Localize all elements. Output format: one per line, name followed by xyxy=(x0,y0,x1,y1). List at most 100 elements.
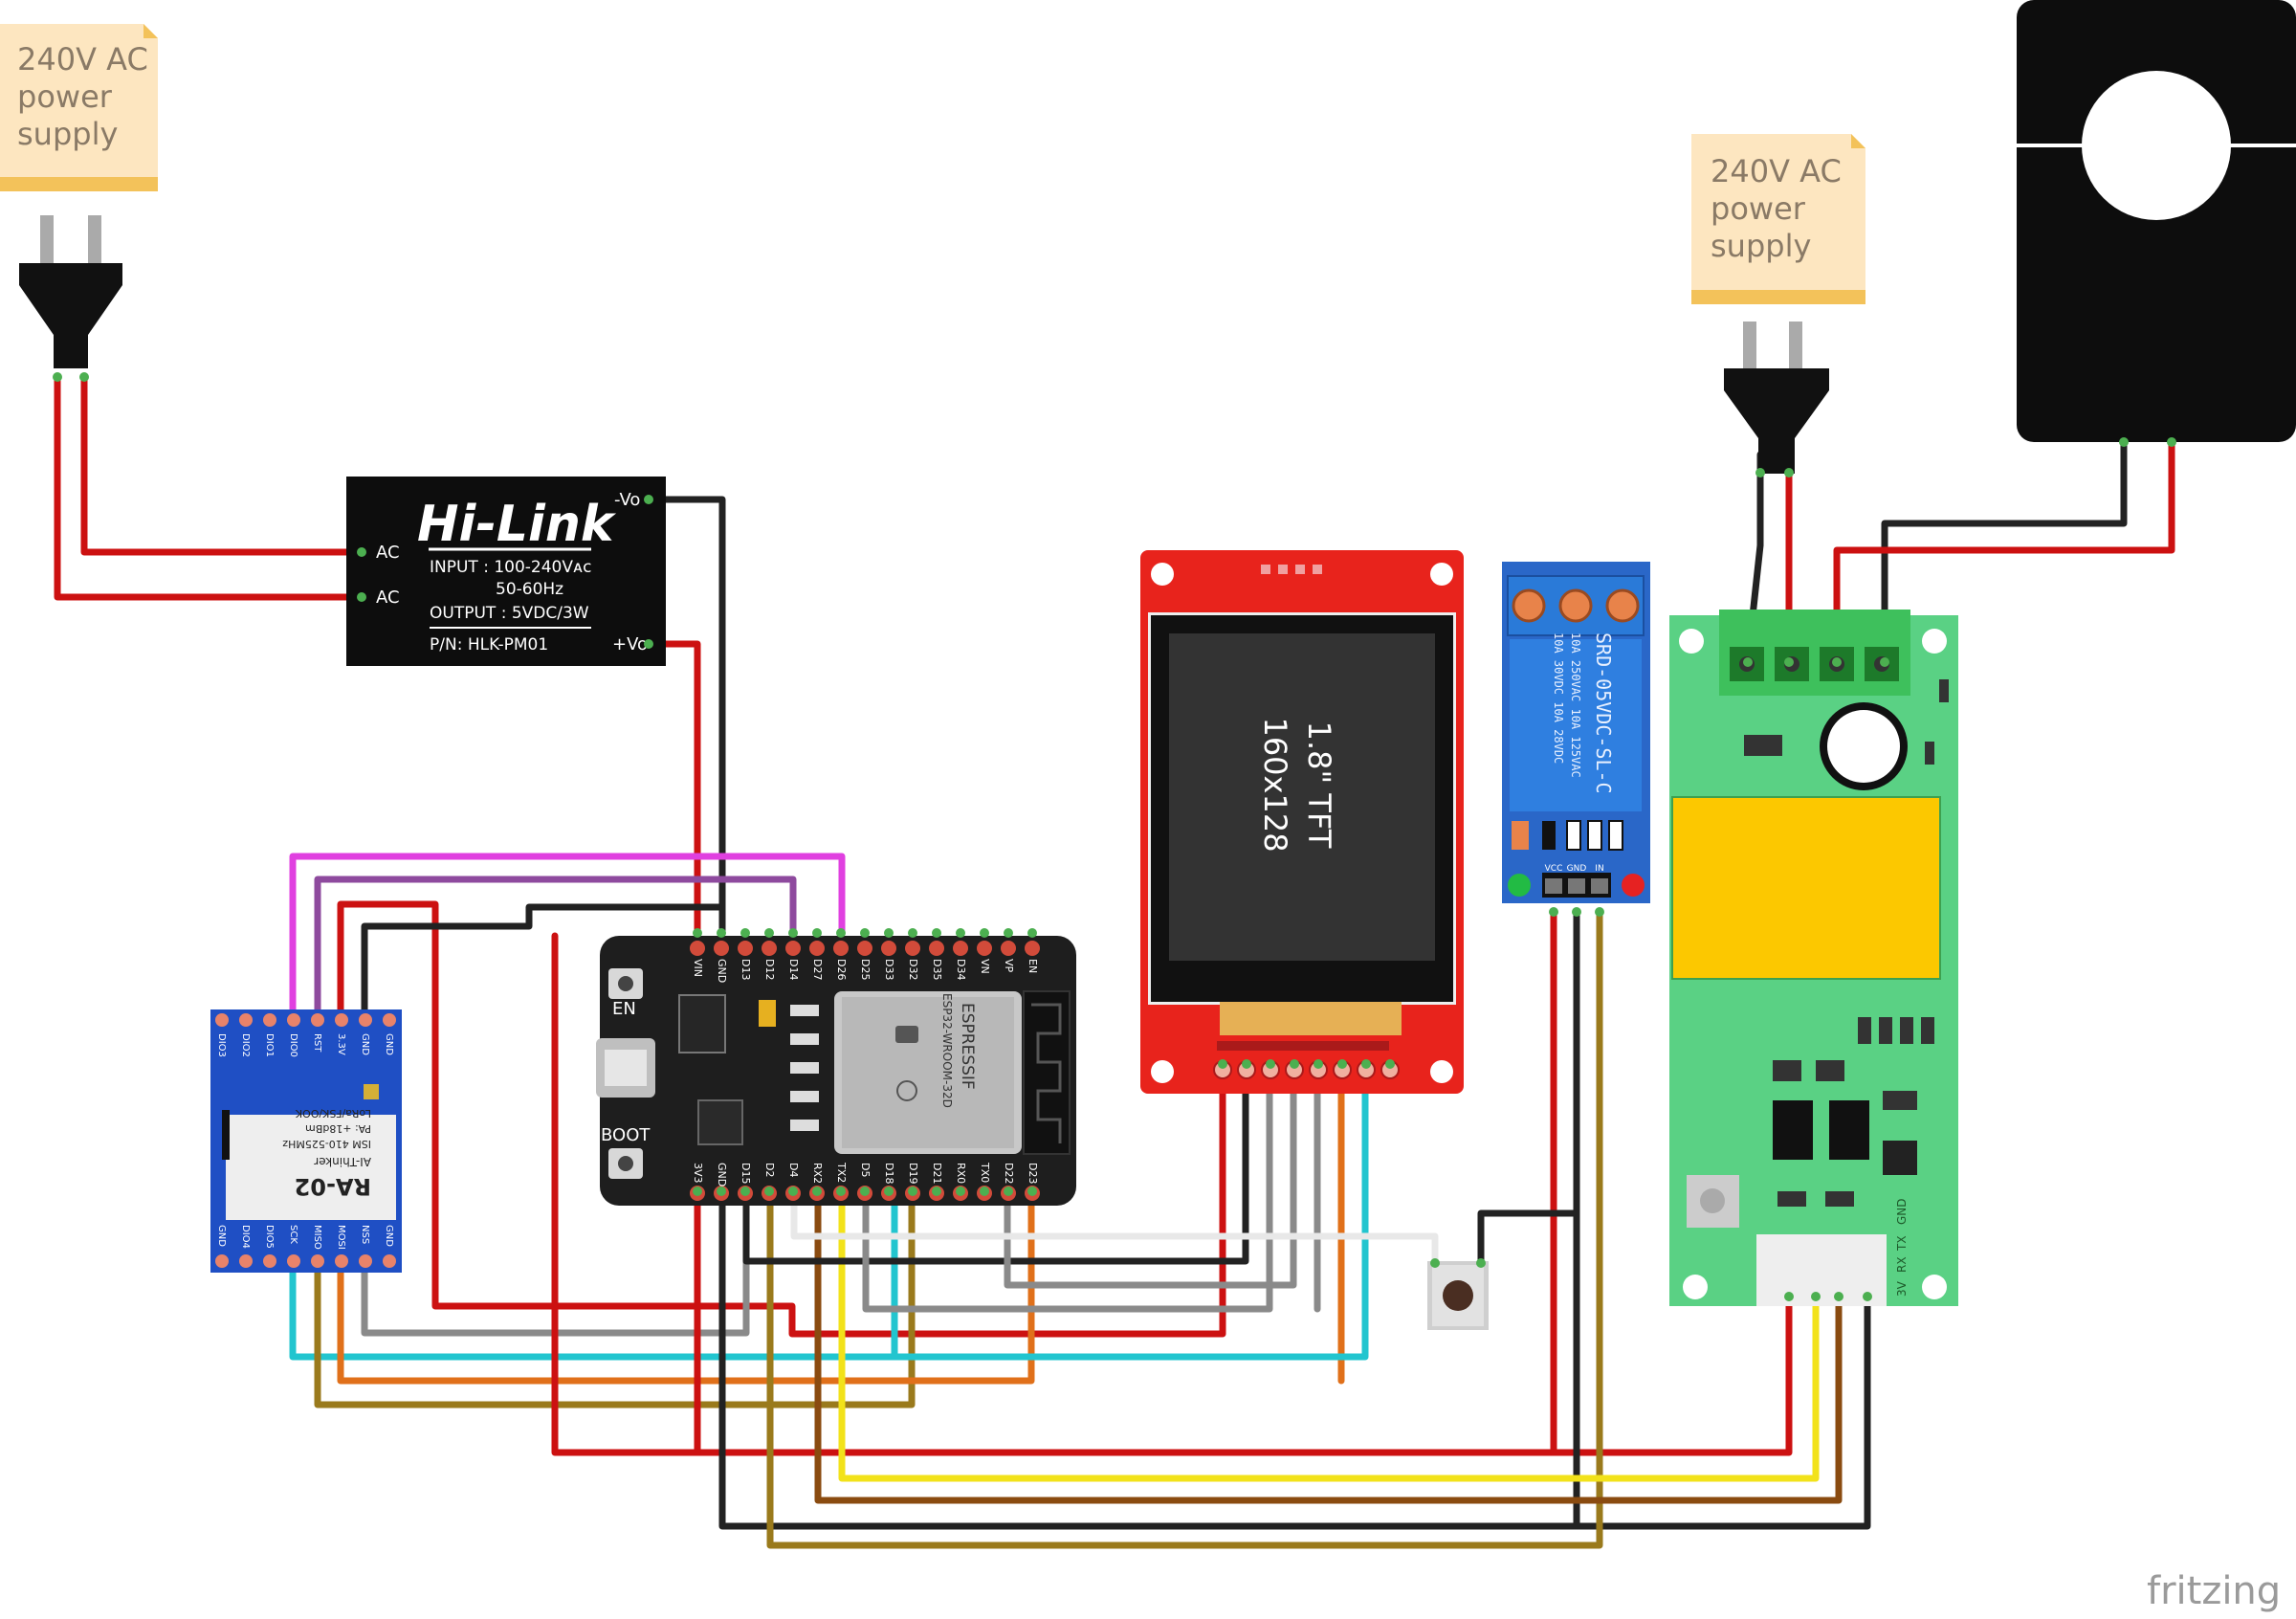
esp32-top-pin-label: D32 xyxy=(907,959,919,980)
hilink-pin-ac1: AC xyxy=(376,543,400,563)
wire-olive-relay xyxy=(766,910,1603,1549)
tft-pin-connector xyxy=(1290,1059,1299,1069)
wire-lora-miso xyxy=(314,1187,916,1408)
relay-module: SRD-05VDC-SL-C 10A 250VAC 10A 125VAC 10A… xyxy=(1502,562,1650,917)
lora-top-pin-label: DIO3 xyxy=(216,1033,227,1057)
tft-line1: 1.8" TFT xyxy=(1301,721,1337,849)
tft-line2: 160x128 xyxy=(1257,717,1293,852)
lora-bottom-pin-label: NSS xyxy=(360,1225,370,1244)
hilink-power-module: Hi-Link INPUT : 100-240Vᴀᴄ 50-60Hz OUTPU… xyxy=(346,477,666,666)
esp32-bottom-pin-connector xyxy=(980,1187,989,1196)
esp32-top-pin-pad xyxy=(929,941,944,956)
esp32-bottom-pin-connector xyxy=(788,1187,798,1196)
esp32-bottom-pin-connector xyxy=(956,1187,965,1196)
esp32-top-pin-label: D12 xyxy=(763,959,776,980)
wire-button-black xyxy=(1477,1209,1580,1267)
esp32-bottom-pin-connector xyxy=(812,1187,822,1196)
lora-spec3: LoRa/FSK/OOK xyxy=(295,1107,371,1120)
plug-right xyxy=(1724,322,1829,477)
pzem-pin-label: RX xyxy=(1895,1256,1909,1273)
esp32-top-pin-pad xyxy=(881,941,896,956)
esp32-top-pin-pad xyxy=(905,941,920,956)
hilink-freq: 50-60Hz xyxy=(496,580,563,599)
lora-bottom-pin-pad xyxy=(263,1254,276,1268)
esp32-top-pin-pad xyxy=(714,941,729,956)
hilink-pin-vo-pos: +Vo xyxy=(612,634,648,654)
esp32-bottom-pin-label: D15 xyxy=(740,1163,752,1184)
wire-lora-33v xyxy=(337,900,1226,1338)
relay-pin-connector xyxy=(1572,907,1581,917)
plug-left xyxy=(19,215,122,382)
esp32-top-pin-pad xyxy=(785,941,801,956)
esp32-bottom-pin-label: RX0 xyxy=(955,1163,967,1184)
wire-3v3-red xyxy=(694,910,1557,1456)
esp32-top-pin-pad xyxy=(953,941,968,956)
esp32-top-pin-label: D33 xyxy=(883,959,895,980)
lora-bottom-pin-label: GND xyxy=(216,1225,227,1247)
hilink-pn: P/N: HLK-PM01 xyxy=(430,635,548,654)
wire-lora-mosi xyxy=(337,1187,1035,1385)
hilink-pin-vo-neg: -Vo xyxy=(614,490,640,510)
wire-tft-black xyxy=(742,1058,1249,1265)
esp32-bottom-pin-label: D23 xyxy=(1027,1163,1039,1184)
esp32-top-pin-connector xyxy=(1004,928,1013,938)
wire-lora-sck xyxy=(289,1187,898,1361)
wire-tft-gray1 xyxy=(862,1058,1273,1313)
lora-bottom-pin-pad xyxy=(311,1254,324,1268)
lora-spec1: ISM 410-525MHz xyxy=(282,1138,371,1150)
relay-pin-label: GND xyxy=(1567,864,1587,874)
wire-tft-cyan xyxy=(891,1058,1369,1361)
lora-bottom-pin-pad xyxy=(359,1254,372,1268)
relay-pin-label: VCC xyxy=(1545,864,1563,874)
lora-bottom-pin-label: DIO4 xyxy=(240,1225,251,1249)
esp32-top-pin-connector xyxy=(764,928,774,938)
esp32-bottom-pin-label: TX0 xyxy=(979,1162,991,1183)
wire-ac-b xyxy=(54,375,365,601)
esp32-bottom-pin-label: 3V3 xyxy=(692,1163,704,1184)
wire-lora-dio0 xyxy=(289,853,846,1024)
esp32-top-pin-pad xyxy=(690,941,705,956)
note-right-line1: 240V AC xyxy=(1711,153,1842,189)
esp32-en-label: EN xyxy=(612,999,636,1019)
wires xyxy=(54,375,2175,1549)
esp32-bottom-pin-connector xyxy=(908,1187,917,1196)
lora-bottom-pin-pad xyxy=(383,1254,396,1268)
wire-yellow-pzem xyxy=(838,1187,1820,1482)
esp32-top-pin-connector xyxy=(740,928,750,938)
wire-3v3-pzem xyxy=(1550,1293,1793,1456)
tft-display: 1.8" TFT 160x128 xyxy=(1140,550,1464,1094)
note-left-line1: 240V AC xyxy=(17,41,148,78)
esp32-top-pin-connector xyxy=(693,928,702,938)
esp32-top-pin-label: GND xyxy=(716,959,728,983)
relay-pin-pad xyxy=(1591,878,1608,894)
hilink-output: OUTPUT : 5VDC/3W xyxy=(430,604,589,623)
esp32-bottom-pin-connector xyxy=(1027,1187,1037,1196)
lora-top-pin-pad xyxy=(287,1013,300,1027)
esp32-bottom-pin-connector xyxy=(740,1187,750,1196)
lora-bottom-pin-pad xyxy=(215,1254,229,1268)
esp32-top-pin-pad xyxy=(1025,941,1040,956)
lora-spec2: PA: +18dBm xyxy=(305,1122,371,1135)
esp32-top-pin-label: D34 xyxy=(955,959,967,980)
wire-brown-pzem xyxy=(814,1187,1843,1504)
esp32-top-pin-label: D27 xyxy=(811,959,824,980)
esp32-bottom-pin-label: TX2 xyxy=(835,1162,848,1183)
wire-vo-neg xyxy=(645,496,726,937)
push-button[interactable] xyxy=(1427,1258,1489,1330)
esp32-top-pin-label: D13 xyxy=(740,959,752,980)
note-right-supply: 240V AC power supply xyxy=(1691,134,1866,304)
esp32-top-pin-label: D35 xyxy=(931,959,943,980)
esp32-bottom-pin-connector xyxy=(884,1187,894,1196)
lora-bottom-pin-pad xyxy=(335,1254,348,1268)
esp32-top-pin-connector xyxy=(884,928,894,938)
esp32-boot-label: BOOT xyxy=(601,1125,651,1145)
lora-bottom-pin-label: GND xyxy=(384,1225,394,1247)
esp32-bottom-pin-label: D18 xyxy=(883,1163,895,1184)
lora-top-pin-pad xyxy=(335,1013,348,1027)
lora-top-pin-label: RST xyxy=(312,1033,322,1053)
lora-ra02-module: RA-02 AI-Thinker ISM 410-525MHz PA: +18d… xyxy=(210,1009,402,1273)
